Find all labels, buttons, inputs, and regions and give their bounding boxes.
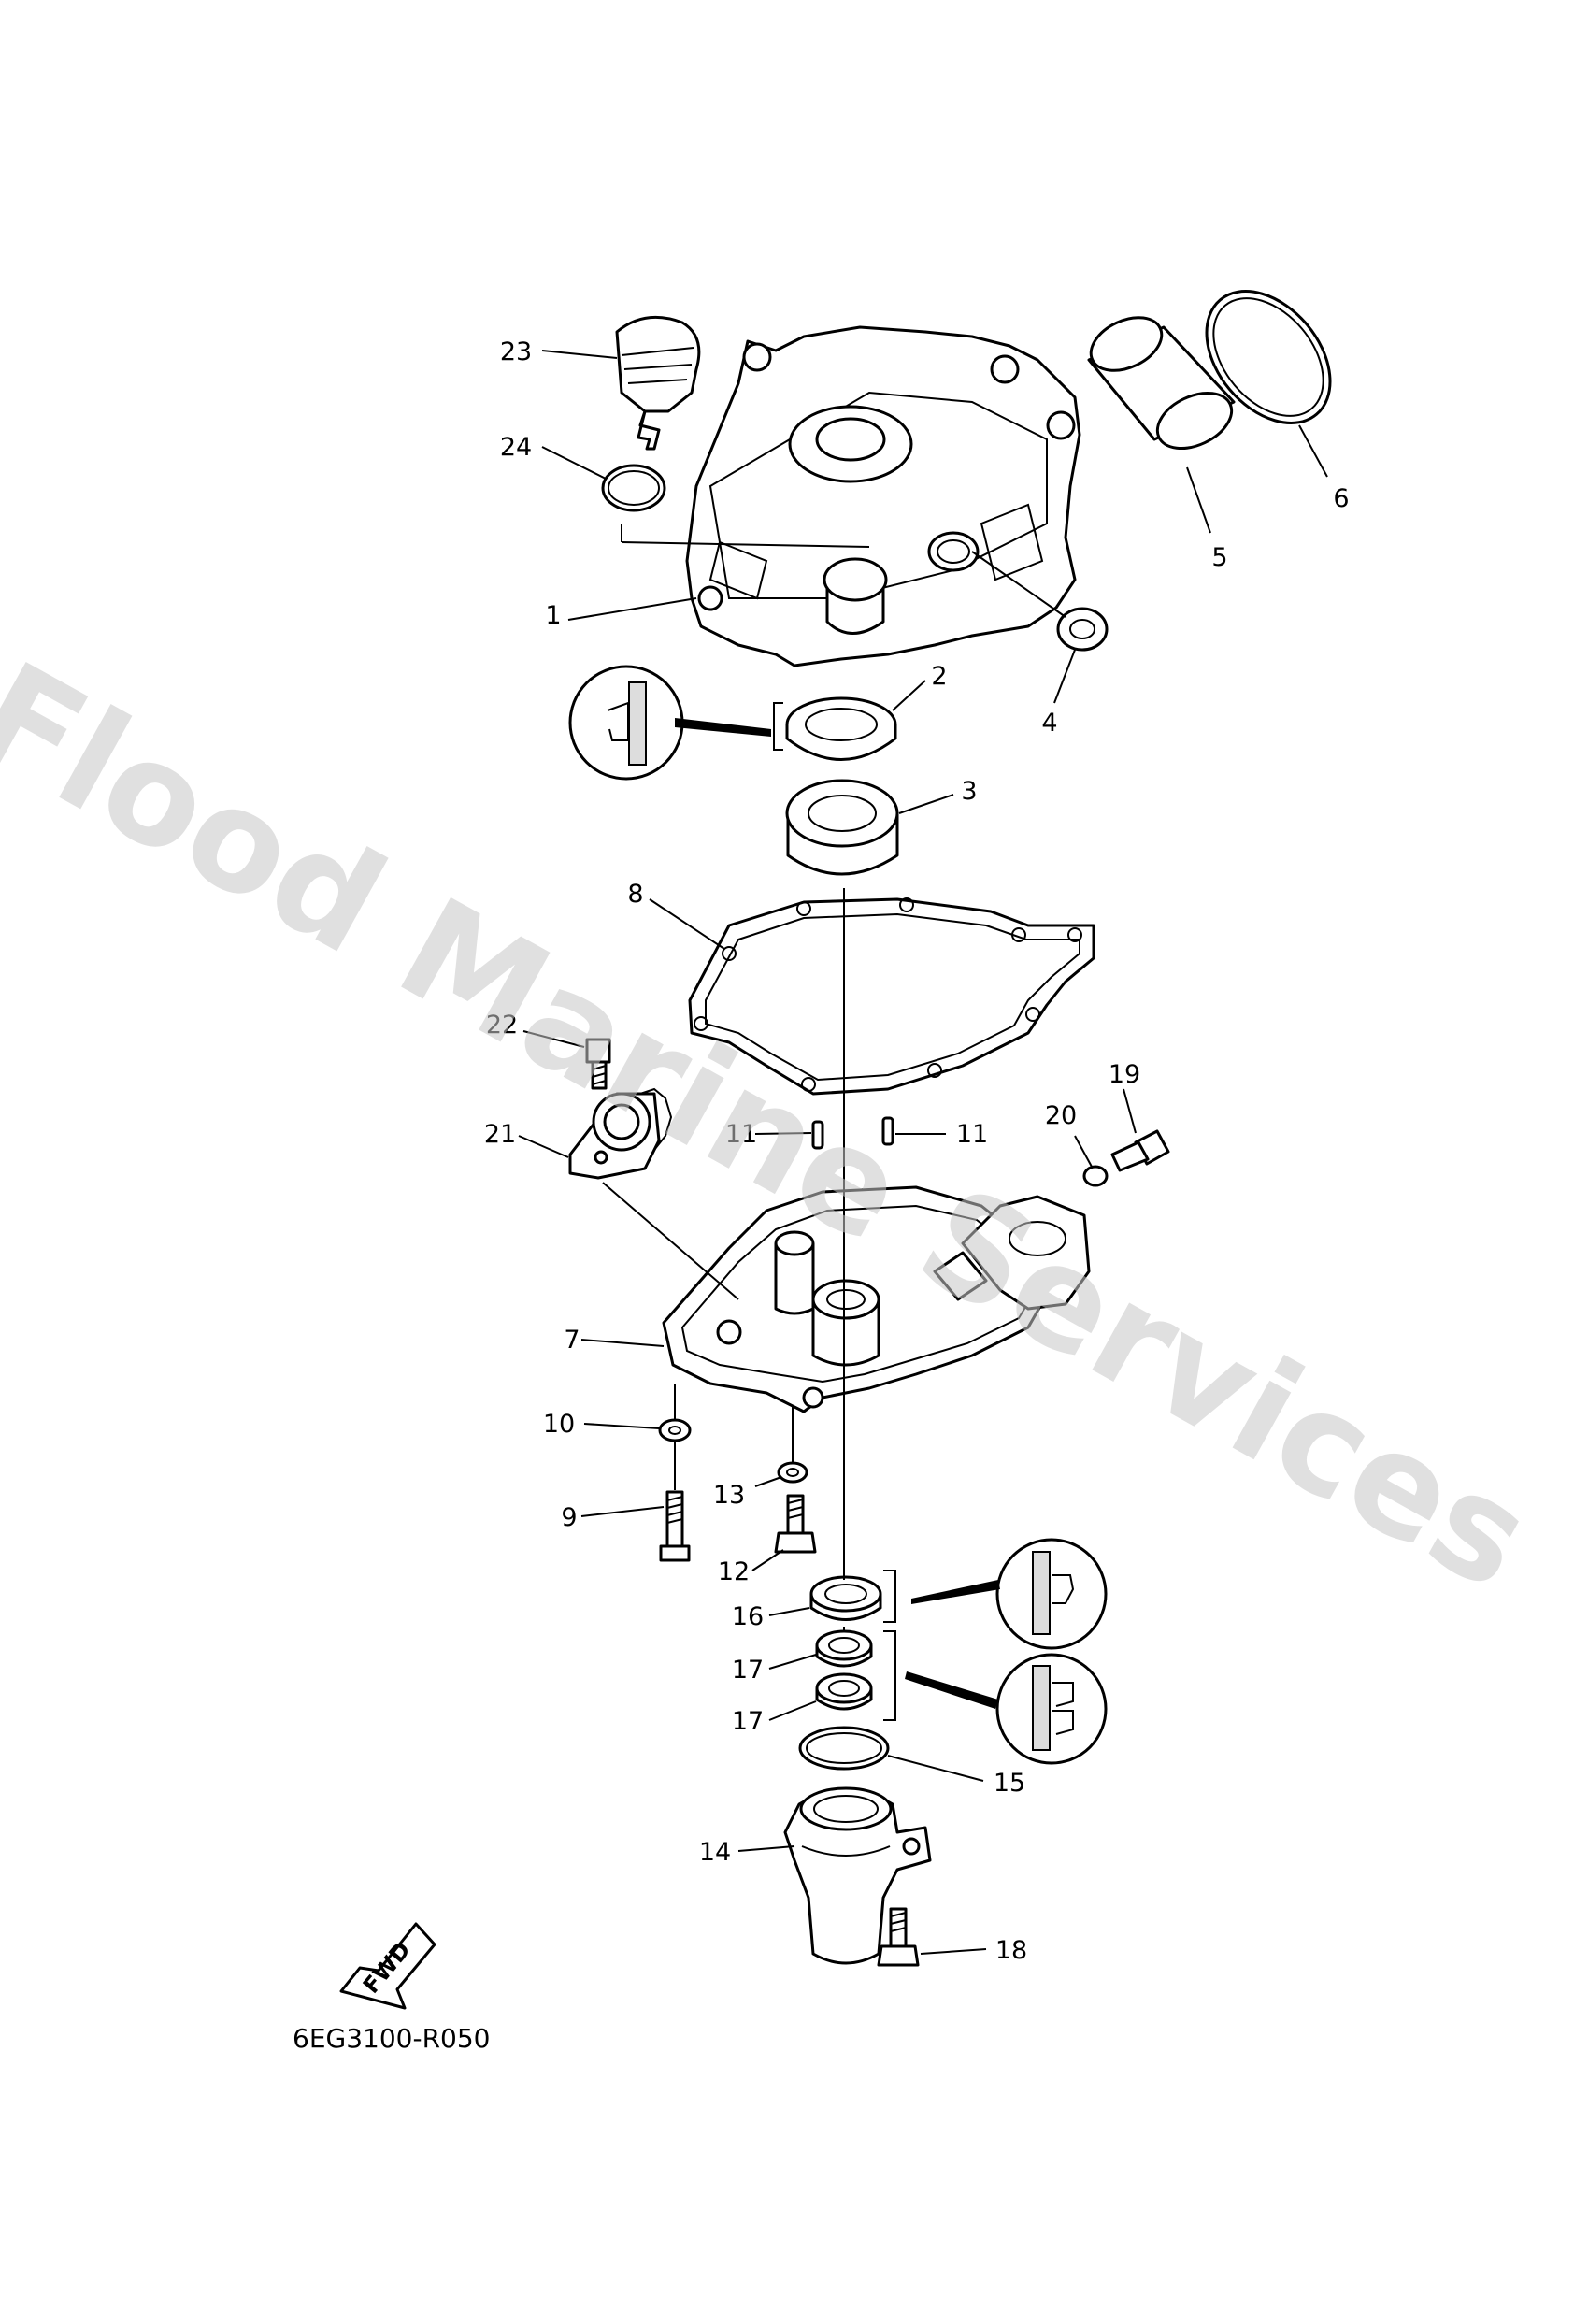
callout-18: 18 xyxy=(995,1936,1027,1965)
callout-19: 19 xyxy=(1109,1060,1140,1089)
bolt-12 xyxy=(774,1494,817,1554)
callout-21: 21 xyxy=(484,1120,516,1149)
callout-11b: 11 xyxy=(956,1120,988,1149)
oil-seal-17a xyxy=(815,1629,873,1668)
bolt-9 xyxy=(659,1490,691,1562)
rotor-cover xyxy=(1087,316,1236,451)
bolt-18 xyxy=(877,1907,920,1967)
seal-direction-inset-top xyxy=(568,665,783,781)
callout-23: 23 xyxy=(500,337,532,366)
forward-direction-arrow: FWD xyxy=(339,1922,436,2010)
bolt-22 xyxy=(585,1038,611,1090)
callout-17a: 17 xyxy=(732,1656,764,1685)
callout-2: 2 xyxy=(931,662,947,691)
dowel-pin-11b xyxy=(881,1116,894,1146)
gasket-8 xyxy=(688,897,1095,1096)
callout-17b: 17 xyxy=(732,1707,764,1736)
callout-15: 15 xyxy=(994,1769,1025,1798)
oil-seal-2 xyxy=(785,696,897,761)
washer-13 xyxy=(777,1461,808,1484)
drawing-code: 6EG3100-R050 xyxy=(293,2023,490,2054)
callout-7: 7 xyxy=(564,1326,580,1355)
seal-direction-inset-17 xyxy=(883,1630,1108,1765)
callout-4: 4 xyxy=(1041,709,1057,738)
callout-3: 3 xyxy=(961,777,977,806)
leader-lines xyxy=(518,350,1328,1955)
bolt-19 xyxy=(1110,1129,1170,1172)
seal-direction-inset-16 xyxy=(883,1538,1108,1650)
o-ring-24 xyxy=(601,464,666,512)
callout-13: 13 xyxy=(713,1481,745,1510)
band-ring xyxy=(1205,290,1332,424)
oil-seal-17b xyxy=(815,1672,873,1711)
callout-20: 20 xyxy=(1045,1101,1077,1130)
callout-10: 10 xyxy=(543,1410,575,1439)
callout-5: 5 xyxy=(1211,543,1227,572)
callout-1: 1 xyxy=(545,601,561,630)
callout-22: 22 xyxy=(486,1011,518,1040)
oil-seal-16 xyxy=(809,1575,882,1621)
callout-14: 14 xyxy=(699,1838,731,1867)
oil-pump-gear-21 xyxy=(568,1087,673,1180)
o-ring-15 xyxy=(798,1726,890,1771)
bearing-3 xyxy=(785,779,899,876)
oil-seal-4 xyxy=(1056,607,1109,652)
washer-10 xyxy=(658,1418,692,1442)
callout-labels: 23 24 1 2 3 4 5 6 7 8 9 10 11 11 12 13 1… xyxy=(484,337,1350,1965)
callout-11a: 11 xyxy=(725,1120,757,1149)
upper-case-housing xyxy=(685,325,1081,667)
washer-20 xyxy=(1082,1165,1109,1187)
callout-24: 24 xyxy=(500,433,532,462)
callout-6: 6 xyxy=(1333,484,1349,513)
sleeve-housing-14 xyxy=(783,1786,932,1965)
callout-12: 12 xyxy=(718,1557,750,1586)
oil-dipstick-cap xyxy=(615,315,701,451)
callout-16: 16 xyxy=(732,1602,764,1631)
dowel-pin-11a xyxy=(811,1120,824,1150)
callout-9: 9 xyxy=(561,1503,577,1532)
lower-case-housing xyxy=(662,1185,1091,1413)
callout-8: 8 xyxy=(627,880,643,909)
